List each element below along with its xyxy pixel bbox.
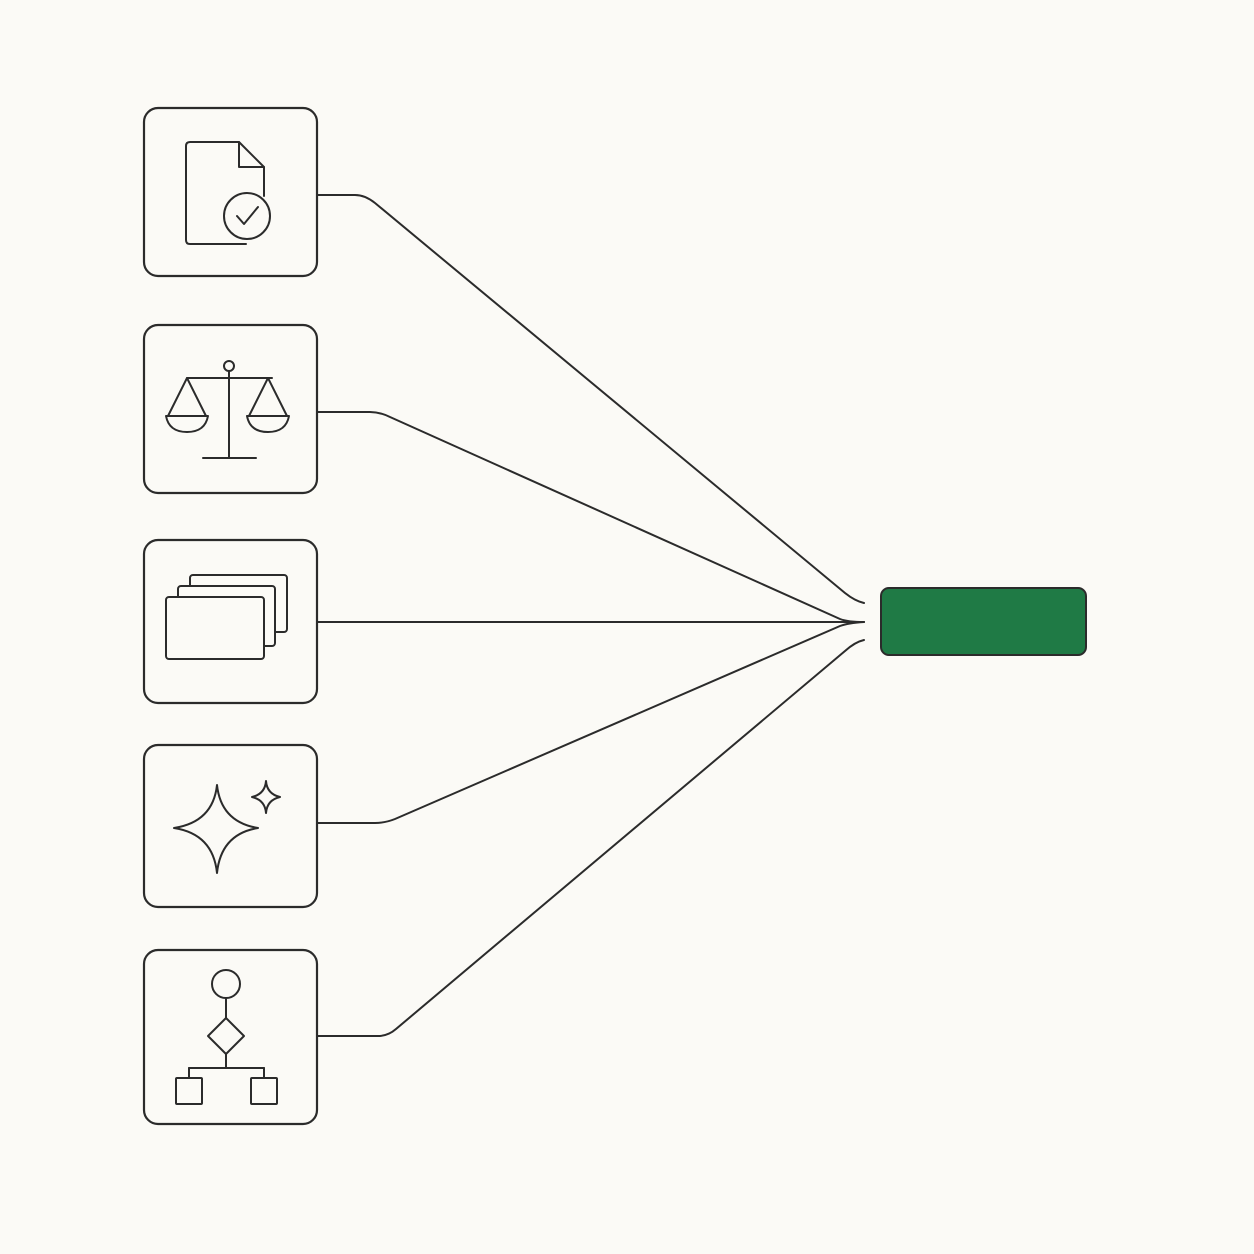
connector-flowchart	[316, 639, 865, 1037]
sparkle-icon	[173, 780, 281, 874]
input-box-stack	[142, 538, 319, 705]
connector-lines	[316, 194, 865, 1037]
connector-balance	[316, 411, 865, 623]
input-box-document	[142, 106, 319, 278]
output-block	[880, 587, 1087, 656]
stacked-cards-icon	[165, 574, 288, 660]
connector-document	[316, 194, 865, 604]
balance-scale-icon	[165, 360, 290, 459]
flowchart-icon	[175, 969, 278, 1105]
input-box-flowchart	[142, 948, 319, 1126]
document-check-icon	[185, 141, 271, 245]
input-box-balance	[142, 323, 319, 495]
input-box-sparkle	[142, 743, 319, 909]
connector-sparkle	[316, 621, 865, 824]
